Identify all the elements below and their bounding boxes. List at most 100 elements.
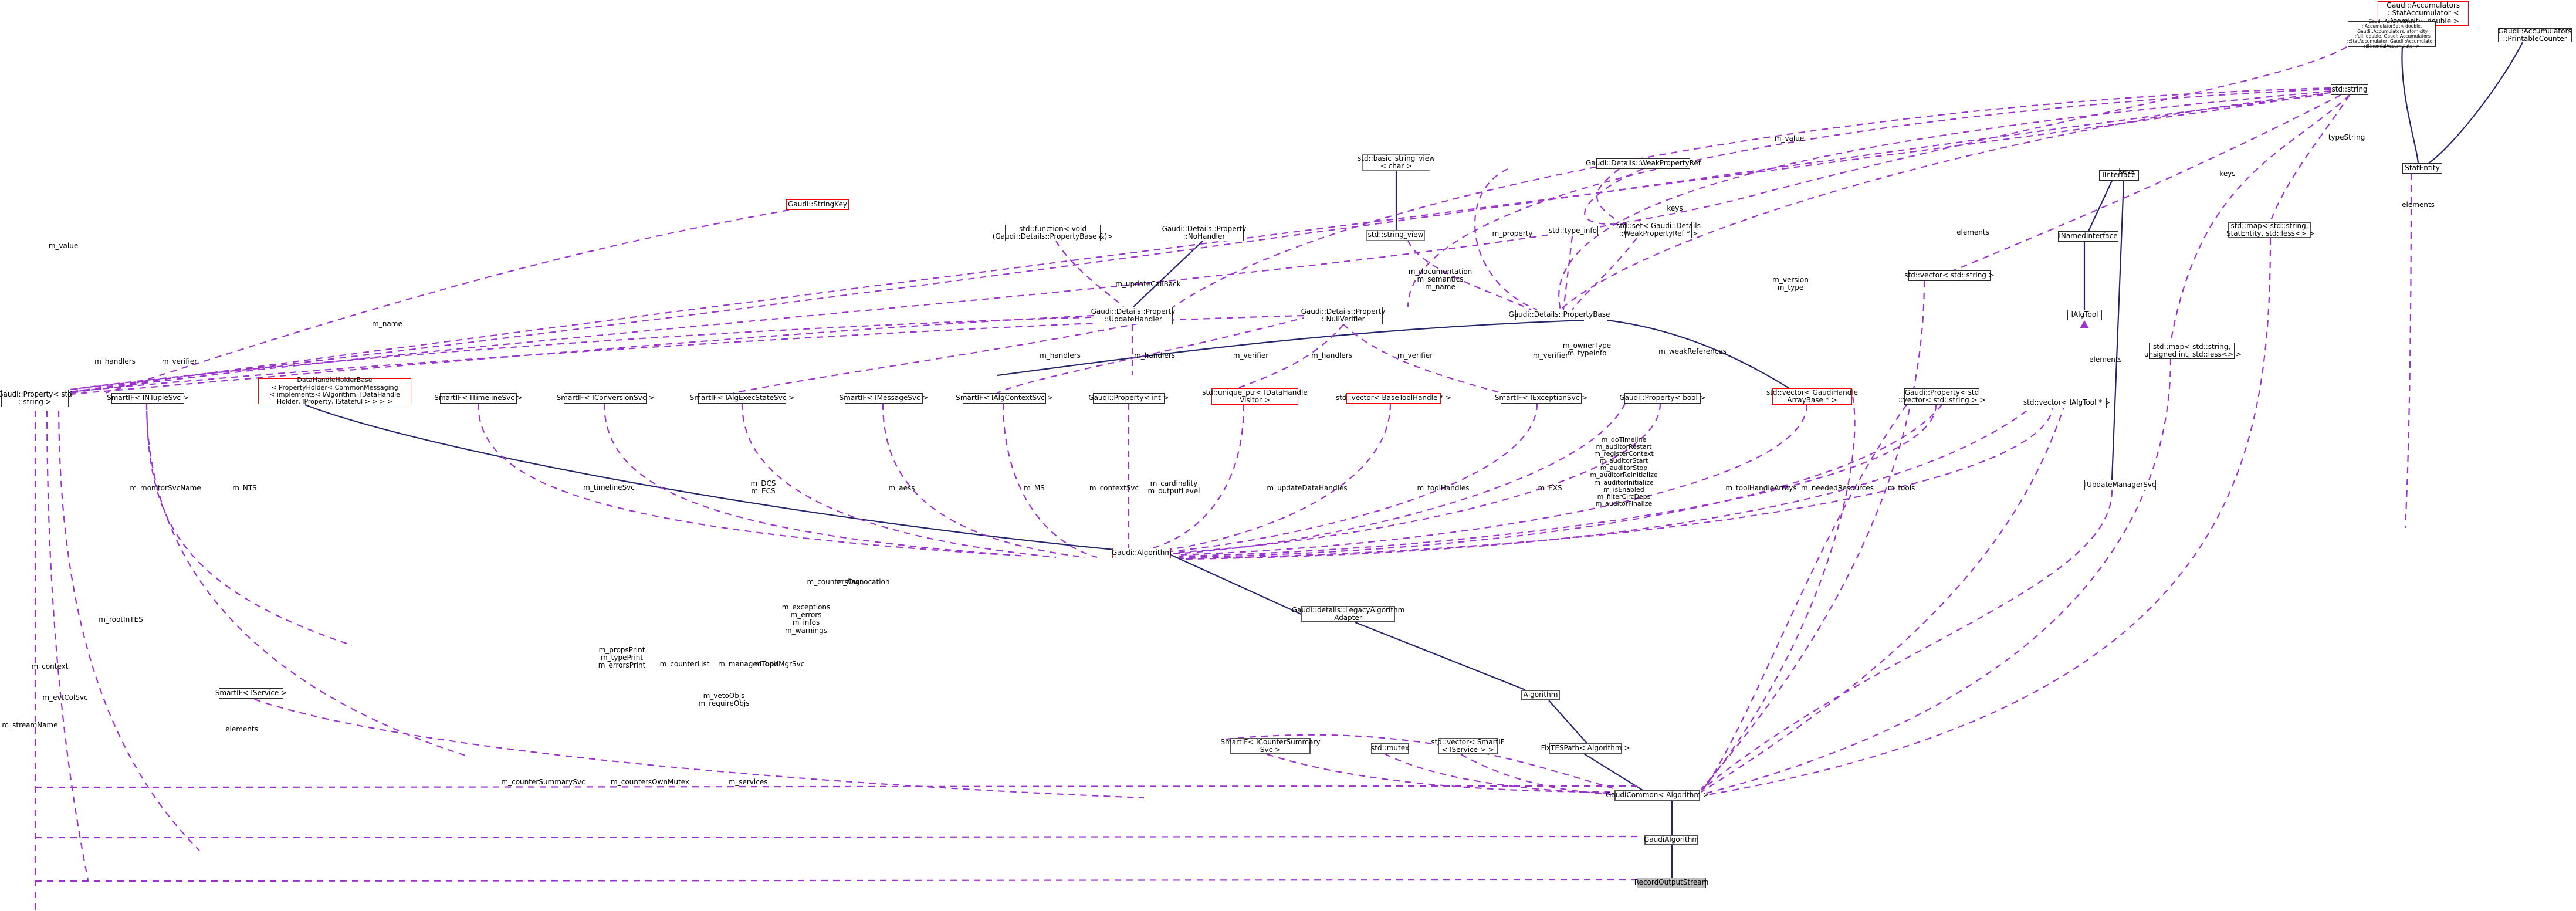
inheritance-edges — [304, 21, 2523, 878]
class-node-algo2[interactable]: Algorithm — [1521, 690, 1560, 700]
edge-label: m_verifier — [1397, 351, 1433, 360]
class-node-gaudicommon[interactable]: GaudiCommon< Algorithm > — [1606, 790, 1709, 801]
class-node-sif_algctx[interactable]: SmartIF< IAlgContextSvc > — [956, 393, 1053, 404]
class-node-vecialgtool[interactable]: std::vector< IAlgTool * > — [2023, 398, 2110, 408]
class-node-printable[interactable]: Gaudi::Accumulators ::PrintableCounter — [2498, 26, 2572, 43]
edge-label: elements — [2089, 355, 2122, 364]
edge-label: m_timelineSvc — [583, 483, 635, 492]
edge-label: m_cardinality m_outputLevel — [1147, 479, 1200, 496]
class-node-typeinfo[interactable]: std::type_info — [1548, 226, 1598, 236]
edge-label: m_context — [31, 662, 69, 670]
class-node-algorithm[interactable]: Gaudi::Algorithm — [1112, 548, 1172, 558]
class-node-fixtespath[interactable]: FixTESPath< Algorithm > — [1541, 743, 1630, 754]
class-node-gaudialgorithm[interactable]: GaudiAlgorithm — [1644, 835, 1699, 845]
class-node-vecbasetool[interactable]: std::vector< BaseToolHandle * > — [1336, 393, 1451, 404]
edge-label: typeString — [2328, 133, 2365, 141]
edge-label: m_MS — [1024, 484, 1045, 492]
edge-label: m_doTimeline m_auditorRestart m_register… — [1590, 436, 1658, 507]
edge-label: m_neededResources — [1801, 484, 1874, 492]
edge-label: keys — [1667, 204, 1683, 212]
edge-label: m_streamName — [2, 721, 58, 729]
edge-label: m_ownerType m_typeinfo — [1562, 341, 1612, 358]
edge-label: m_value — [1774, 134, 1805, 143]
edge-label: m_tools — [1887, 484, 1915, 492]
class-node-sif_ctrsum[interactable]: SmartIF< ICounterSummary Svc > — [1220, 737, 1321, 754]
edge-label: m_toolHandles — [1417, 484, 1470, 492]
class-node-sif_conv[interactable]: SmartIF< IConversionSvc > — [557, 393, 654, 404]
edge-label: m_verifier — [1532, 351, 1569, 360]
class-node-inamed[interactable]: INamedInterface — [2058, 231, 2118, 242]
class-node-basicsv[interactable]: std::basic_string_view < char > — [1358, 154, 1435, 171]
class-node-vecsifservice[interactable]: std::vector< SmartIF < IService > > — [1431, 737, 1505, 754]
edge-label: m_NTS — [232, 484, 257, 492]
edge-label: elements — [2402, 201, 2435, 209]
class-node-vecstring[interactable]: std::vector< std::string > — [1904, 270, 1995, 281]
class-node-sif_msg[interactable]: SmartIF< IMessageSvc > — [840, 393, 928, 404]
edge-label: m_services — [728, 778, 768, 786]
edge-label: m_updMgrSvc — [754, 660, 805, 668]
class-node-sif_exc[interactable]: SmartIF< IExceptionSvc > — [1495, 393, 1587, 404]
class-node-accset[interactable]: Gaudi::Accumulators ::AccumulatorSet< do… — [2347, 18, 2437, 49]
class-node-uniqptr[interactable]: std::unique_ptr< IDataHandle Visitor > — [1202, 388, 1308, 405]
edge-label: elements — [225, 725, 258, 733]
class-node-legacyadapter[interactable]: Gaudi::details::LegacyAlgorithm Adapter — [1291, 605, 1405, 622]
edge-label: m_rootInTES — [99, 615, 143, 624]
arrowheads — [1949, 163, 2423, 351]
edge-label: m_propsPrint m_typePrint m_errorsPrint — [598, 646, 646, 670]
edge-label: keys — [2118, 167, 2135, 175]
class-node-setweak[interactable]: std::set< Gaudi::Details ::WeakPropertyR… — [1616, 221, 1701, 238]
edge-label: m_aess — [888, 484, 915, 492]
edge-label: m_managedTools — [718, 660, 779, 668]
class-node-sif_intuple[interactable]: SmartIF< INTupleSvc > — [107, 393, 189, 404]
class-node-stringview[interactable]: std::string_view — [1366, 230, 1425, 241]
class-node-updatehandler[interactable]: Gaudi::Details::Property ::UpdateHandler — [1091, 307, 1176, 324]
class-node-sif_iservice[interactable]: SmartIF< IService > — [215, 688, 287, 699]
edge-label: m_updateDataHandles — [1267, 484, 1348, 492]
edge-label: m_EXS — [1538, 484, 1562, 492]
association-edges — [34, 46, 2412, 911]
class-node-propbool[interactable]: Gaudi::Property< bool > — [1619, 393, 1706, 404]
edge-label: m_toolHandleArrays — [1725, 484, 1797, 492]
edge-label: m_version m_type — [1772, 276, 1809, 292]
class-node-nohandler[interactable]: Gaudi::Details::Property ::NoHandler — [1162, 224, 1247, 241]
class-node-sif_timeline[interactable]: SmartIF< ITimelineSvc > — [434, 393, 523, 404]
class-node-stringkey[interactable]: Gaudi::StringKey — [786, 199, 849, 210]
class-node-iinterface[interactable]: IInterface — [2099, 170, 2139, 181]
edge-label: m_handlers — [94, 357, 136, 365]
class-node-nullverifier[interactable]: Gaudi::Details::Property ::NullVerifier — [1301, 307, 1386, 324]
class-node-ialgtool[interactable]: IAlgTool — [2067, 310, 2102, 320]
class-node-sif_algexec[interactable]: SmartIF< IAlgExecStateSvc > — [690, 393, 794, 404]
edge-label: m_counterList — [659, 660, 710, 668]
edge-label: m_counterSummarySvc — [501, 778, 585, 786]
class-node-vecgaudiarr[interactable]: std::vector< GaudiHandle ArrayBase * > — [1766, 388, 1859, 405]
edge-label: m_name — [372, 320, 402, 328]
edge-label: m_DCS m_ECS — [750, 479, 776, 496]
edge-label: m_documentation m_semantics m_name — [1408, 267, 1473, 292]
class-node-propstdstring[interactable]: Gaudi::Property< std ::string > — [0, 390, 72, 407]
class-node-stdfunction[interactable]: std::function< void (Gaudi::Details::Pro… — [992, 224, 1113, 241]
class-node-propint[interactable]: Gaudi::Property< int > — [1088, 393, 1169, 404]
class-node-weakpropref[interactable]: Gaudi::Details::WeakPropertyRef — [1586, 158, 1701, 169]
edge-label: m_countersOwnMutex — [611, 778, 689, 786]
class-node-mapstatentity[interactable]: std::map< std::string, StatEntity, std::… — [2226, 221, 2315, 238]
edge-label: m_handlers — [1040, 351, 1081, 360]
class-node-propvecstring[interactable]: Gaudi::Property< std ::vector< std::stri… — [1898, 388, 1986, 405]
class-node-propertybase[interactable]: Gaudi::Details::PropertyBase — [1509, 310, 1610, 320]
edge-label: m_evtColSvc — [42, 693, 88, 702]
edge-label: m_countersOwn — [807, 578, 864, 586]
class-node-mapstringuint[interactable]: std::map< std::string, unsigned int, std… — [2144, 342, 2242, 359]
class-node-statentity[interactable]: StatEntity — [2402, 163, 2442, 174]
class-node-dhholder[interactable]: DataHandleHolderBase < PropertyHolder< C… — [258, 377, 411, 405]
class-node-stdstring[interactable]: std::string — [2331, 84, 2368, 95]
class-node-iupdmgr[interactable]: IUpdateManagerSvc — [2084, 480, 2156, 490]
edge-label: m_verifier — [161, 357, 198, 365]
class-node-recordoutput[interactable]: RecordOutputStream — [1634, 878, 1708, 888]
edge-label: m_weakReferences — [1658, 347, 1727, 355]
edge-label: keys — [2219, 170, 2236, 178]
edge-label: m_contextSvc — [1089, 484, 1139, 492]
edge-label: m_flagLocation — [836, 578, 890, 586]
edge-label: m_monitorSvcName — [130, 484, 201, 492]
class-node-mutex[interactable]: std::mutex — [1371, 743, 1409, 754]
